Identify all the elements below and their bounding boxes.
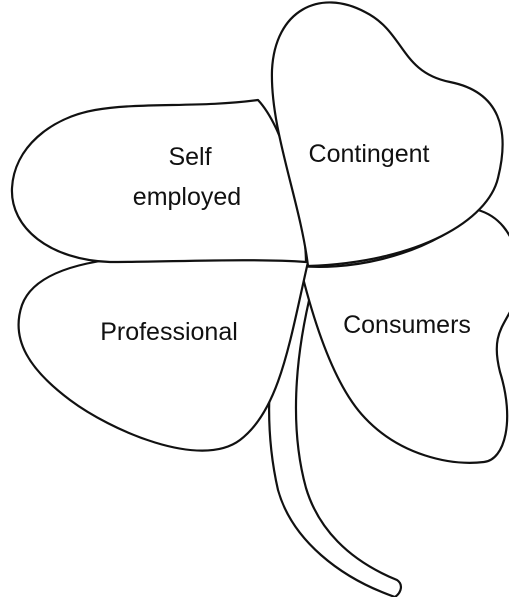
label-contingent: Contingent (309, 140, 430, 168)
leaf-contingent (270, 1, 504, 268)
leaf-self-employed (10, 98, 308, 264)
label-consumers: Consumers (343, 311, 471, 339)
label-professional: Professional (100, 318, 238, 346)
stem (268, 270, 402, 597)
label-self-employed-line2: employed (133, 183, 241, 211)
label-self-employed-line1: Self (168, 143, 211, 171)
leaf-professional (17, 254, 310, 452)
